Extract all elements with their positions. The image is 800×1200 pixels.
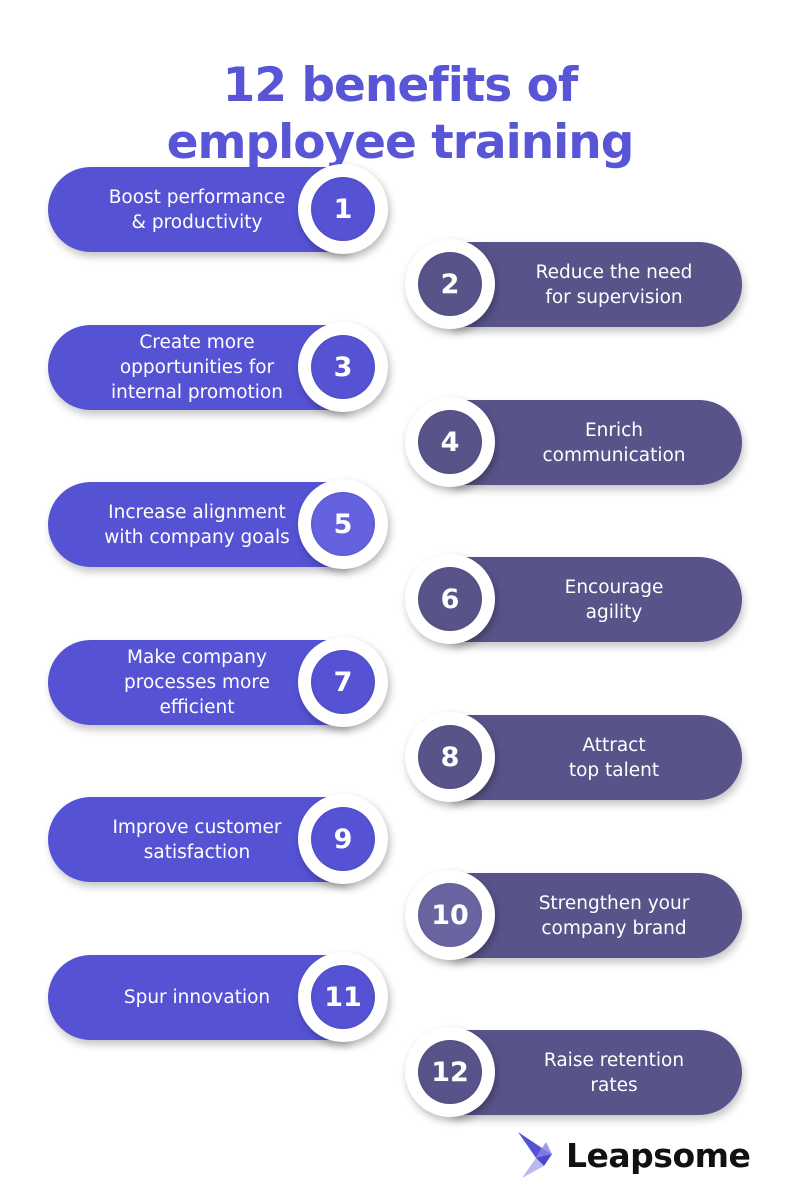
benefit-pill: Raise retention rates: [450, 1030, 742, 1115]
benefit-number: 3: [311, 335, 375, 399]
benefit-text: Raise retention rates: [543, 1049, 685, 1096]
benefit-item-2: Reduce the need for supervision 2: [405, 239, 745, 329]
benefit-text: Create more opportunities for internal p…: [111, 332, 283, 403]
benefit-text: Increase alignment with company goals: [104, 501, 290, 548]
benefit-text: Encourage agility: [564, 576, 664, 623]
number-badge: 8: [405, 712, 495, 802]
benefit-item-11: Spur innovation 11: [48, 952, 390, 1042]
benefit-item-6: Encourage agility 6: [405, 554, 745, 644]
benefit-item-8: Attract top talent 8: [405, 712, 745, 802]
number-badge: 9: [298, 794, 388, 884]
benefit-text: Spur innovation: [123, 987, 271, 1008]
benefit-text: Reduce the need for supervision: [535, 261, 693, 308]
logo-text: Leapsome: [566, 1135, 751, 1175]
benefit-number: 1: [311, 177, 375, 241]
benefit-number: 8: [418, 725, 482, 789]
benefit-number: 4: [418, 410, 482, 474]
benefit-number: 6: [418, 567, 482, 631]
benefit-pill: Encourage agility: [450, 557, 742, 642]
benefit-pill: Reduce the need for supervision: [450, 242, 742, 327]
benefit-text: Make company processes more efficient: [124, 647, 270, 718]
benefit-number: 2: [418, 252, 482, 316]
benefit-text: Improve customer satisfaction: [112, 816, 282, 863]
benefit-item-4: Enrich communication 4: [405, 397, 745, 487]
leapsome-bird-icon: [518, 1132, 552, 1178]
benefit-item-9: Improve customer satisfaction 9: [48, 794, 390, 884]
number-badge: 6: [405, 554, 495, 644]
benefit-text: Boost performance & productivity: [108, 186, 286, 233]
number-badge: 10: [405, 870, 495, 960]
number-badge: 2: [405, 239, 495, 329]
benefit-pill: Strengthen your company brand: [450, 873, 742, 958]
leapsome-logo: Leapsome: [516, 1130, 751, 1180]
number-badge: 7: [298, 637, 388, 727]
benefit-number: 12: [418, 1040, 482, 1104]
benefit-item-1: Boost performance & productivity 1: [48, 164, 390, 254]
benefit-item-10: Strengthen your company brand 10: [405, 870, 745, 960]
benefit-number: 5: [311, 492, 375, 556]
title-line-2: employee training: [166, 115, 635, 171]
title-line-1: 12 benefits of: [222, 58, 579, 114]
number-badge: 12: [405, 1027, 495, 1117]
benefit-number: 9: [311, 807, 375, 871]
page-title: 12 benefits of employee training: [0, 57, 800, 171]
benefit-text: Attract top talent: [568, 734, 660, 781]
benefit-item-12: Raise retention rates 12: [405, 1027, 745, 1117]
benefit-item-3: Create more opportunities for internal p…: [48, 322, 390, 412]
benefit-item-5: Increase alignment with company goals 5: [48, 479, 390, 569]
number-badge: 4: [405, 397, 495, 487]
number-badge: 1: [298, 164, 388, 254]
benefit-item-7: Make company processes more efficient 7: [48, 637, 390, 727]
benefit-number: 10: [418, 883, 482, 947]
benefit-pill: Enrich communication: [450, 400, 742, 485]
number-badge: 3: [298, 322, 388, 412]
number-badge: 5: [298, 479, 388, 569]
benefit-text: Strengthen your company brand: [538, 892, 690, 939]
benefit-number: 7: [311, 650, 375, 714]
benefit-number: 11: [311, 965, 375, 1029]
benefit-pill: Increase alignment with company goals: [48, 482, 348, 567]
number-badge: 11: [298, 952, 388, 1042]
benefit-pill: Attract top talent: [450, 715, 742, 800]
benefit-text: Enrich communication: [542, 419, 686, 466]
